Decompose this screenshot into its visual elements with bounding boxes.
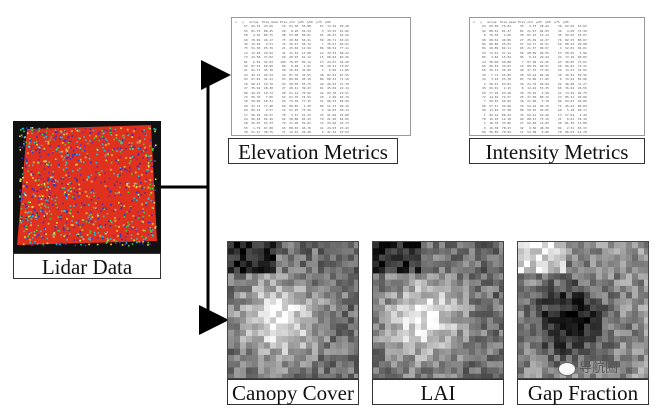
watermark-text: 导航圈 [579, 361, 619, 376]
lidar-data-label: Lidar Data [13, 253, 161, 279]
watermark: 导航圈 [558, 357, 618, 376]
lai-label: LAI [372, 379, 504, 405]
gap-fraction-label: Gap Fraction [517, 379, 649, 405]
lidar-data-image [13, 121, 161, 253]
elevation-metrics-table-image: x y Group Elev_mean Elev_std p25 p50 p75… [231, 17, 411, 136]
canopy-cover-map [227, 241, 359, 379]
intensity-metrics-label: Intensity Metrics [469, 138, 645, 164]
elevation-metrics-label: Elevation Metrics [228, 138, 398, 164]
intensity-metrics-table-image: x y Group Elev_mean Elev_std p25 p50 p75… [469, 17, 645, 136]
gap-fraction-map [517, 241, 649, 379]
canopy-cover-label: Canopy Cover [227, 379, 359, 405]
lidar-point-cloud [13, 121, 161, 253]
wechat-icon [558, 361, 576, 376]
lai-map [372, 241, 504, 379]
